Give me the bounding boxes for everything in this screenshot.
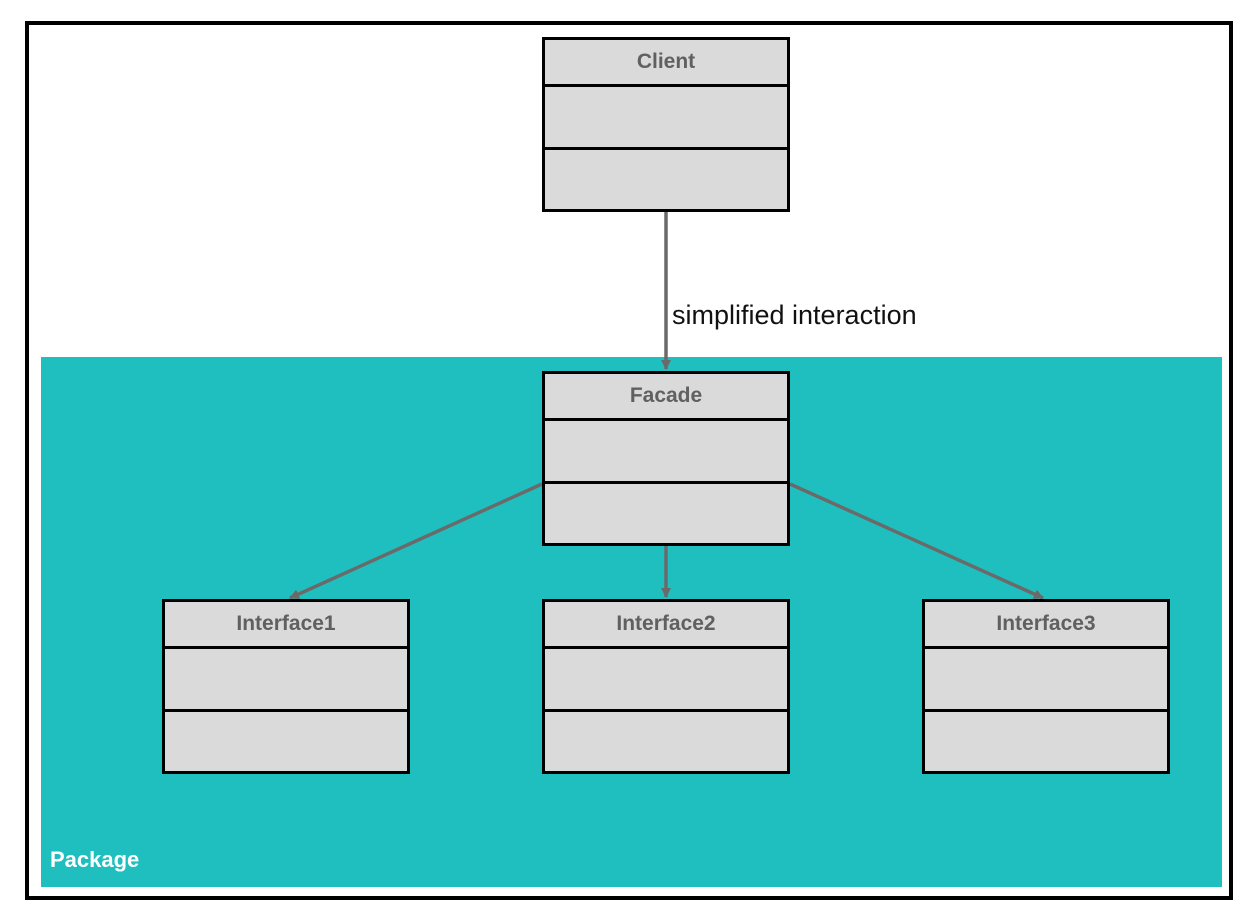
class-client-methods [545,150,787,209]
class-interface1-name: Interface1 [165,602,407,649]
class-interface3-methods [925,712,1167,771]
class-interface1-methods [165,712,407,771]
class-interface3-name: Interface3 [925,602,1167,649]
class-interface3-attributes [925,649,1167,712]
edge-label-simplified-interaction: simplified interaction [672,300,917,330]
class-interface2-attributes [545,649,787,712]
class-client-attributes [545,87,787,150]
package-label: Package [50,847,140,872]
class-interface3[interactable]: Interface3 [922,599,1170,774]
class-client-name: Client [545,40,787,87]
class-facade[interactable]: Facade [542,371,790,546]
class-facade-methods [545,484,787,543]
class-interface1[interactable]: Interface1 [162,599,410,774]
class-facade-attributes [545,421,787,484]
class-interface1-attributes [165,649,407,712]
class-client[interactable]: Client [542,37,790,212]
class-interface2-name: Interface2 [545,602,787,649]
class-facade-name: Facade [545,374,787,421]
class-interface2[interactable]: Interface2 [542,599,790,774]
class-interface2-methods [545,712,787,771]
